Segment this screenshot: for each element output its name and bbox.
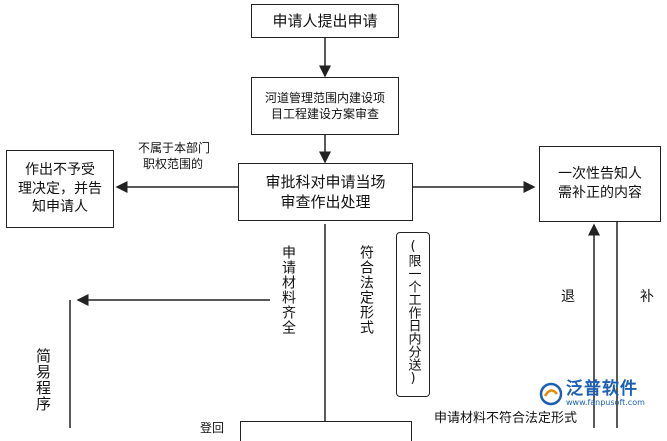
node-notify-line1: 一次性告知人 [558,166,642,183]
label-partial: 登回 [200,421,225,435]
node-notify-line2: 需补正的内容 [558,185,642,201]
node-notify: 一次性告知人 需补正的内容 [539,146,661,222]
label-not-formal: 申请材料不符合法定形式 [434,411,578,426]
brand-logo-icon [539,382,563,405]
label-simple: 简易程序 [34,348,52,412]
node-review-line2: 目工程建设方案审查 [270,107,379,121]
node-apply: 申请人提出申请 [251,4,399,38]
node-process-line2: 审查作出处理 [280,193,371,211]
node-partial-bottom [240,421,412,441]
node-apply-text: 申请人提出申请 [272,11,378,30]
node-reject-line2: 理决定，并告 [18,180,102,197]
node-process-line1: 审批科对申请当场 [265,172,386,191]
node-reject-line1: 作出不予受 [25,161,95,178]
brand-logo: 泛普软件 www.fanpusoft.com [539,380,645,407]
brand-logo-url: www.fanpusoft.com [566,397,645,407]
node-process: 审批科对申请当场 审查作出处理 [238,163,413,221]
label-within-day: (限一个工作日内分送) [405,239,421,386]
label-supplement: 补 [640,289,654,305]
label-not-dept-line2: 职权范围的 [143,157,204,172]
label-back: 退 [561,289,575,305]
node-review-line1: 河道管理范围内建设项 [264,90,385,105]
label-within-day-box: (限一个工作日内分送) [396,232,430,397]
brand-logo-name: 泛普软件 [566,379,638,399]
label-formal: 符合法定形式 [358,245,374,335]
label-not-dept-line1: 不属于本部门 [138,141,211,155]
node-reject-line3: 知申请人 [32,199,88,216]
label-complete: 申请材料齐全 [280,245,296,335]
node-review: 河道管理范围内建设项 目工程建设方案审查 [251,77,399,135]
node-reject: 作出不予受 理决定，并告 知申请人 [6,150,114,228]
flow-connectors [69,38,618,428]
label-not-dept: 不属于本部门 职权范围的 [138,140,210,172]
